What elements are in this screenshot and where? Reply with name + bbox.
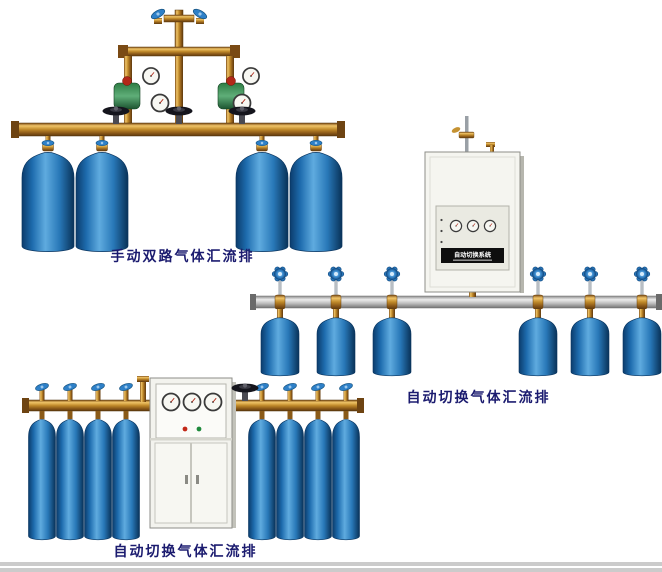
pressure-gauge: [142, 67, 160, 85]
auto-manifold-tall-illustration: [22, 376, 364, 541]
cylinder-station: [75, 136, 129, 253]
gas-cylinder: [21, 151, 75, 253]
cylinder-station: [84, 381, 112, 541]
cylinder-station: [112, 381, 140, 541]
gas-cylinder: [304, 418, 332, 541]
cylinder-station: [260, 266, 300, 377]
horizontal-manifold: [250, 291, 662, 310]
pressure-regulator-left: [113, 67, 170, 113]
cylinder-station: [518, 266, 558, 377]
figure-caption-auto-switch-bottom: 自动切换气体汇流排: [113, 543, 258, 559]
valve-knob-icon: [529, 266, 547, 282]
valve-knob-icon: [383, 266, 401, 282]
valve-knob-icon: [271, 266, 289, 282]
pressure-gauge: [161, 392, 181, 412]
manual-manifold-illustration: [11, 6, 345, 253]
gas-cylinder: [56, 418, 84, 541]
pressure-gauge: [203, 392, 223, 412]
gas-cylinder: [570, 317, 610, 377]
valve-knob-icon: [282, 381, 298, 393]
figure-caption-auto-switch-right: 自动切换气体汇流排: [406, 389, 551, 405]
page-bottom-strip: [0, 562, 662, 566]
gas-cylinder: [248, 418, 276, 541]
gas-cylinder: [84, 418, 112, 541]
pressure-gauge: [182, 392, 202, 412]
gas-cylinder: [622, 317, 662, 377]
valve-knob-icon: [633, 266, 651, 282]
control-cabinet: 自动切换系统: [424, 151, 524, 293]
control-cabinet: [149, 377, 236, 529]
cylinder-station: [248, 381, 276, 541]
pressure-gauge: [242, 67, 260, 85]
cylinder-station: [304, 381, 332, 541]
cabinet-door-left: [154, 442, 191, 524]
cylinder-station: [622, 266, 662, 377]
valve-knob-icon: [34, 381, 50, 393]
cabinet-name-text: 自动切换系统: [454, 251, 492, 259]
pressure-gauge: [466, 219, 480, 233]
handwheel-valve: [165, 106, 193, 124]
valve-knob-icon: [90, 381, 106, 393]
pressure-gauge: [449, 219, 463, 233]
page-bottom-strip: [0, 568, 662, 572]
valve-knob-icon: [118, 381, 134, 393]
pressure-regulator-right: [217, 67, 260, 113]
cylinder-station: [316, 266, 356, 377]
valve-knob-icon: [581, 266, 599, 282]
auto-manifold-illustration: 自动切换系统: [250, 116, 662, 377]
pressure-gauge: [483, 219, 497, 233]
cylinder-station: [570, 266, 610, 377]
gas-cylinder: [260, 317, 300, 377]
door-handle: [196, 475, 199, 484]
cylinder-valve-knob-icon: [95, 139, 109, 147]
door-handle: [185, 475, 188, 484]
cylinder-station: [276, 381, 304, 541]
cylinder-station: [21, 136, 75, 253]
pressure-gauge: [150, 93, 170, 113]
cylinder-station: [28, 381, 56, 541]
indicator-green-icon: [196, 426, 202, 432]
gas-cylinder: [112, 418, 140, 541]
valve-knob-icon: [327, 266, 345, 282]
valve-knob-icon: [338, 381, 354, 393]
valve-knob-icon: [310, 381, 326, 393]
cylinder-valve-knob-icon: [41, 139, 55, 147]
figure-caption-manual-dual: 手动双路气体汇流排: [110, 248, 255, 264]
gas-cylinder: [276, 418, 304, 541]
cabinet-top-pipe: [451, 116, 495, 154]
cylinder-station: [372, 266, 412, 377]
gas-cylinder: [75, 151, 129, 253]
indicator-red-icon: [182, 426, 188, 432]
valve-knob-icon: [62, 381, 78, 393]
cylinder-station: [289, 136, 343, 253]
cabinet-name-strip: [441, 248, 504, 263]
cylinder-station: [56, 381, 84, 541]
gas-cylinder: [332, 418, 360, 541]
gas-cylinder: [316, 317, 356, 377]
gas-cylinder: [372, 317, 412, 377]
gas-cylinder: [518, 317, 558, 377]
gas-cylinder: [28, 418, 56, 541]
cylinder-station: [235, 136, 289, 253]
cylinder-station: [332, 381, 360, 541]
